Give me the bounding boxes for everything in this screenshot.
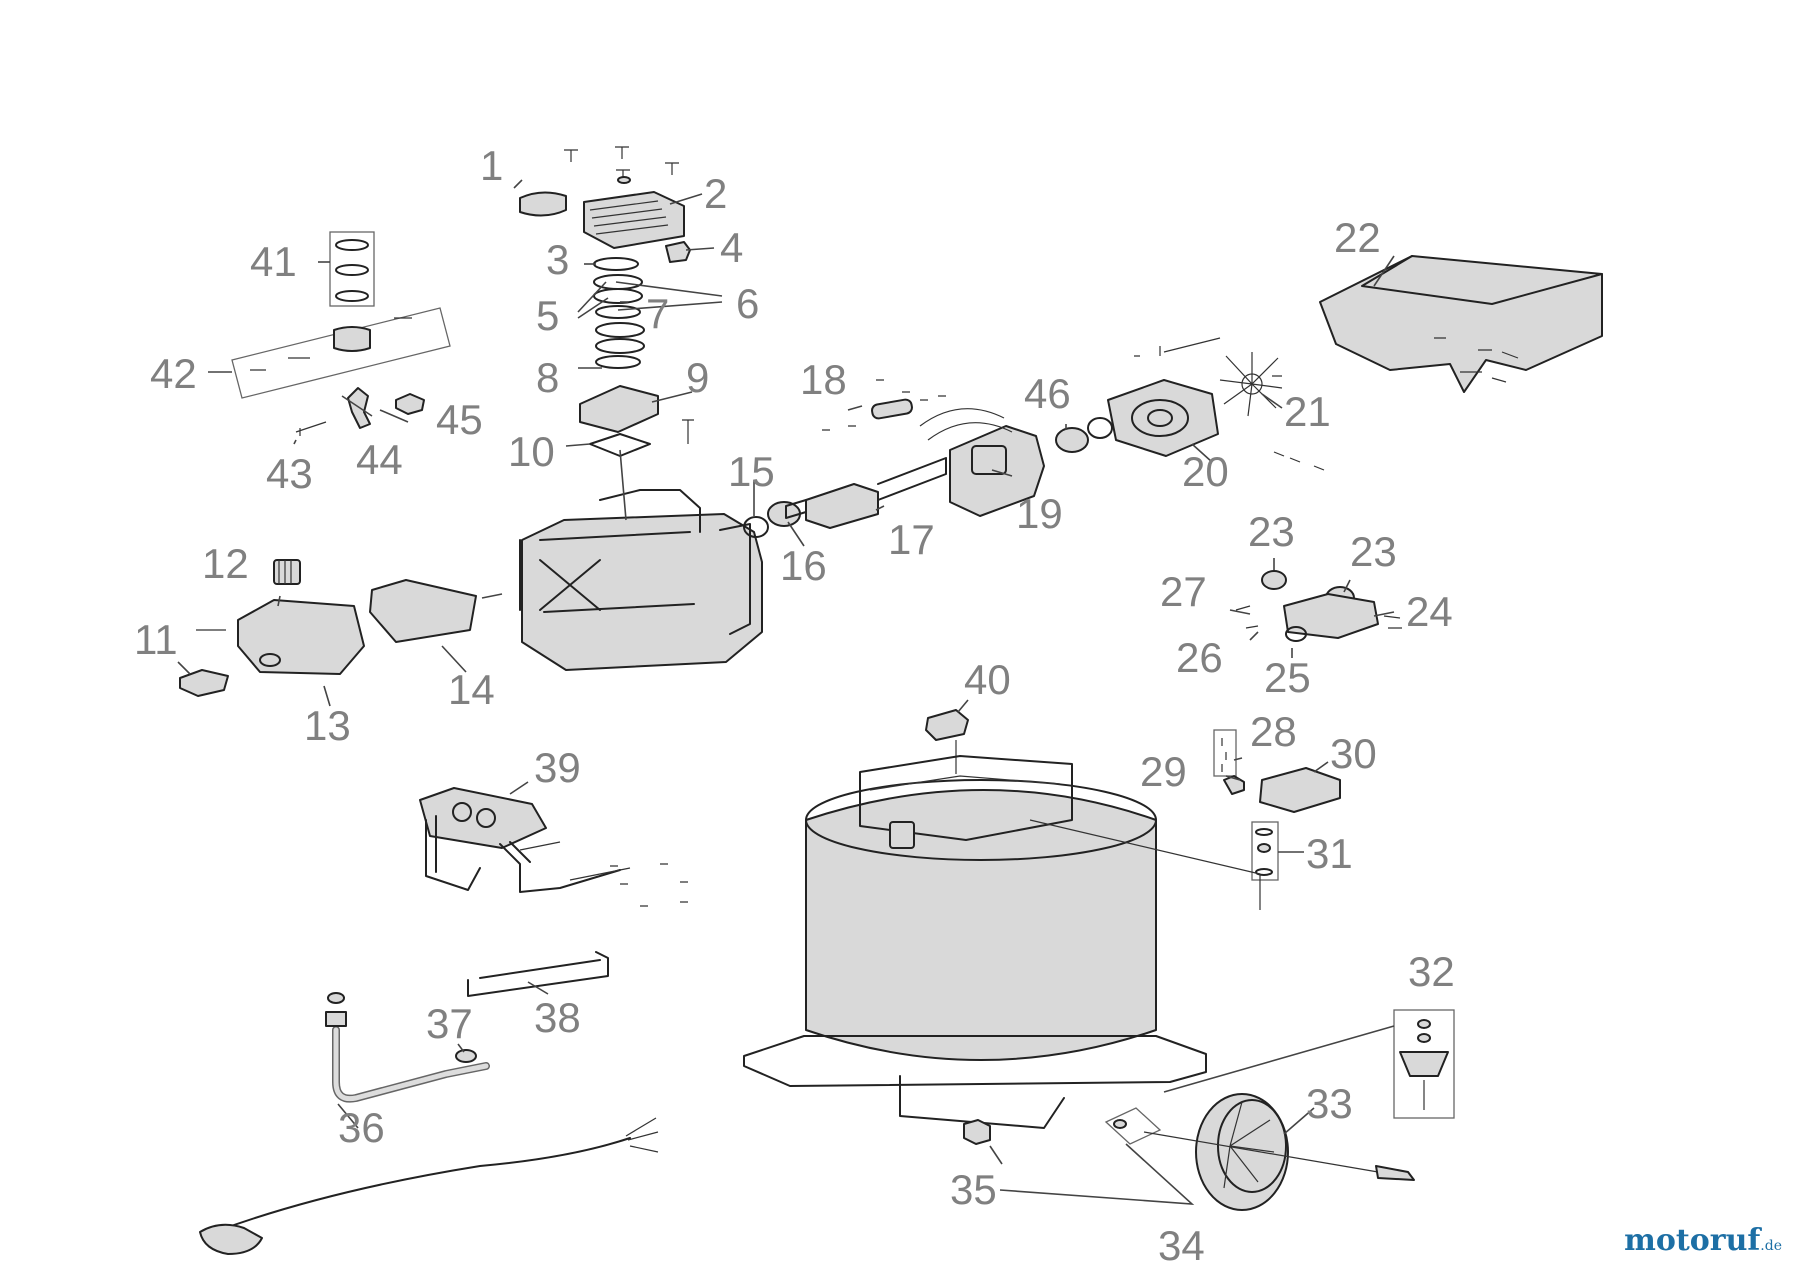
callout-23b: 23: [1350, 528, 1397, 575]
callout-15: 15: [728, 448, 775, 495]
head-bolts: [564, 146, 679, 184]
part-34-axle-kit: [999, 1107, 1415, 1205]
part-38-rod: [467, 951, 609, 997]
part-21-fan: [1219, 352, 1283, 417]
long-bolt: [1159, 337, 1221, 356]
part-13-cover: [196, 599, 365, 675]
callout-37: 37: [426, 1000, 473, 1047]
callout-2: 2: [704, 170, 727, 217]
callout-3: 3: [546, 236, 569, 283]
screw-9: [682, 419, 694, 444]
part-22-shroud: [1319, 255, 1603, 393]
part-17-crankshaft: [785, 457, 947, 529]
callout-40: 40: [964, 656, 1011, 703]
callout-26: 26: [1176, 634, 1223, 681]
callout-32: 32: [1408, 948, 1455, 995]
callout-30: 30: [1330, 730, 1377, 777]
callout-14: 14: [448, 666, 495, 713]
power-cord: [199, 1117, 659, 1255]
callout-1: 1: [480, 142, 503, 189]
small-bolts: [1134, 355, 1325, 471]
callout-4: 4: [720, 224, 743, 271]
callout-17: 17: [888, 516, 935, 563]
part-2-cylinder-head: [583, 191, 685, 249]
part-15-seal: [743, 516, 769, 538]
part-10-gasket: [589, 433, 651, 457]
callout-28: 28: [1250, 708, 1297, 755]
watermark-tld: .de: [1760, 1238, 1782, 1254]
callout-20: 20: [1182, 448, 1229, 495]
part-39-handle: [419, 787, 688, 907]
part-37-nut: [455, 1049, 477, 1063]
callout-6: 6: [736, 280, 759, 327]
part-20-end-bracket: [1107, 379, 1219, 457]
part-41-orings: [329, 231, 375, 307]
callout-31: 31: [1306, 830, 1353, 877]
valve-plate-stack: [593, 257, 645, 369]
part-46-bearing: [1055, 427, 1089, 453]
air-tank: [743, 755, 1261, 1129]
callout-35: 35: [950, 1166, 997, 1213]
callout-46: 46: [1024, 370, 1071, 417]
part-9-valve-plate: [579, 385, 659, 433]
watermark-logo: motoruf.de: [1624, 1223, 1782, 1258]
callout-45: 45: [436, 396, 483, 443]
part-4-fitting: [665, 241, 691, 263]
part-36-hose: [325, 992, 490, 1103]
callout-43: 43: [266, 450, 313, 497]
callout-13: 13: [304, 702, 351, 749]
watermark-name: motoruf: [1624, 1223, 1761, 1258]
leader-lines: [177, 179, 1395, 1165]
part-46-ring: [1087, 417, 1113, 439]
part-42-piston-kit: [231, 307, 451, 399]
part-16-bearing: [767, 501, 801, 527]
callout-41: 41: [250, 238, 297, 285]
callout-8: 8: [536, 354, 559, 401]
callout-25: 25: [1264, 654, 1311, 701]
callout-labels: 1 2 3 4 5 6 7 8 9 10 11 12 13 14 15 16 1…: [134, 142, 1455, 1269]
part-43-screw: [295, 421, 327, 436]
callout-34: 34: [1158, 1222, 1205, 1269]
crankcase: [519, 489, 763, 671]
callout-44: 44: [356, 436, 403, 483]
callout-36: 36: [338, 1104, 385, 1151]
callout-12: 12: [202, 540, 249, 587]
part-33-wheel: [1195, 1093, 1289, 1211]
callout-29: 29: [1140, 748, 1187, 795]
callout-42: 42: [150, 350, 197, 397]
part-1-cap: [519, 191, 567, 217]
callout-19: 19: [1016, 490, 1063, 537]
manifold-23-27: [1235, 570, 1402, 642]
callout-38: 38: [534, 994, 581, 1041]
pressure-switch-28-31: [1213, 729, 1341, 881]
callout-23a: 23: [1248, 508, 1295, 555]
callout-39: 39: [534, 744, 581, 791]
callout-10: 10: [508, 428, 555, 475]
callout-33: 33: [1306, 1080, 1353, 1127]
callout-24: 24: [1406, 588, 1453, 635]
part-32-foot-kit: [1163, 1009, 1455, 1119]
callout-22: 22: [1334, 214, 1381, 261]
part-45-nut: [395, 393, 425, 415]
part-14-gasket: [369, 579, 477, 643]
part-11-sight-glass: [179, 669, 229, 697]
part-40-check-valve: [925, 709, 969, 741]
callout-18: 18: [800, 356, 847, 403]
part-12-oil-cap: [273, 559, 301, 585]
callout-16: 16: [780, 542, 827, 589]
callout-7: 7: [646, 290, 669, 337]
part-18-pin-set: [822, 379, 946, 431]
callout-21: 21: [1284, 388, 1331, 435]
callout-27: 27: [1160, 568, 1207, 615]
part-35-drain: [963, 1119, 991, 1145]
callout-9: 9: [686, 354, 709, 401]
callout-5: 5: [536, 292, 559, 339]
callout-11: 11: [134, 616, 178, 663]
